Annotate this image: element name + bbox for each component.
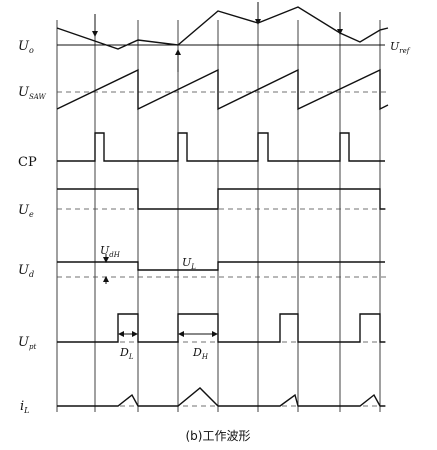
row-upt: Upt DL DH [18, 313, 390, 361]
ue-waveform [57, 188, 385, 210]
label-cp: CP [18, 155, 37, 170]
label-ud: Ud [18, 263, 34, 279]
label-ue: Ue [18, 203, 34, 219]
label-upt: Upt [18, 335, 36, 351]
label-uo: Uo [18, 39, 34, 55]
row-usaw: USAW [18, 68, 390, 111]
label-usaw: USAW [18, 85, 47, 101]
row-uo: Uo Uref [18, 2, 411, 72]
row-ud: Ud UdH UL [18, 244, 390, 284]
figure-caption: (b)工作波形 [186, 429, 251, 443]
label-uref: Uref [390, 40, 411, 55]
upt-waveform [57, 313, 385, 343]
label-ul: UL [182, 256, 196, 271]
label-il: iL [20, 399, 29, 415]
il-waveform [57, 387, 385, 407]
uo-waveform [56, 6, 389, 50]
row-il: iL [20, 387, 390, 415]
usaw-waveform [56, 68, 389, 111]
ud-waveform [57, 261, 385, 271]
label-dh: DH [192, 346, 209, 361]
label-udh: UdH [100, 244, 121, 259]
label-dl: DL [119, 346, 134, 361]
cp-waveform [57, 132, 385, 162]
row-cp: CP [18, 132, 385, 170]
row-ue: Ue [18, 188, 390, 219]
